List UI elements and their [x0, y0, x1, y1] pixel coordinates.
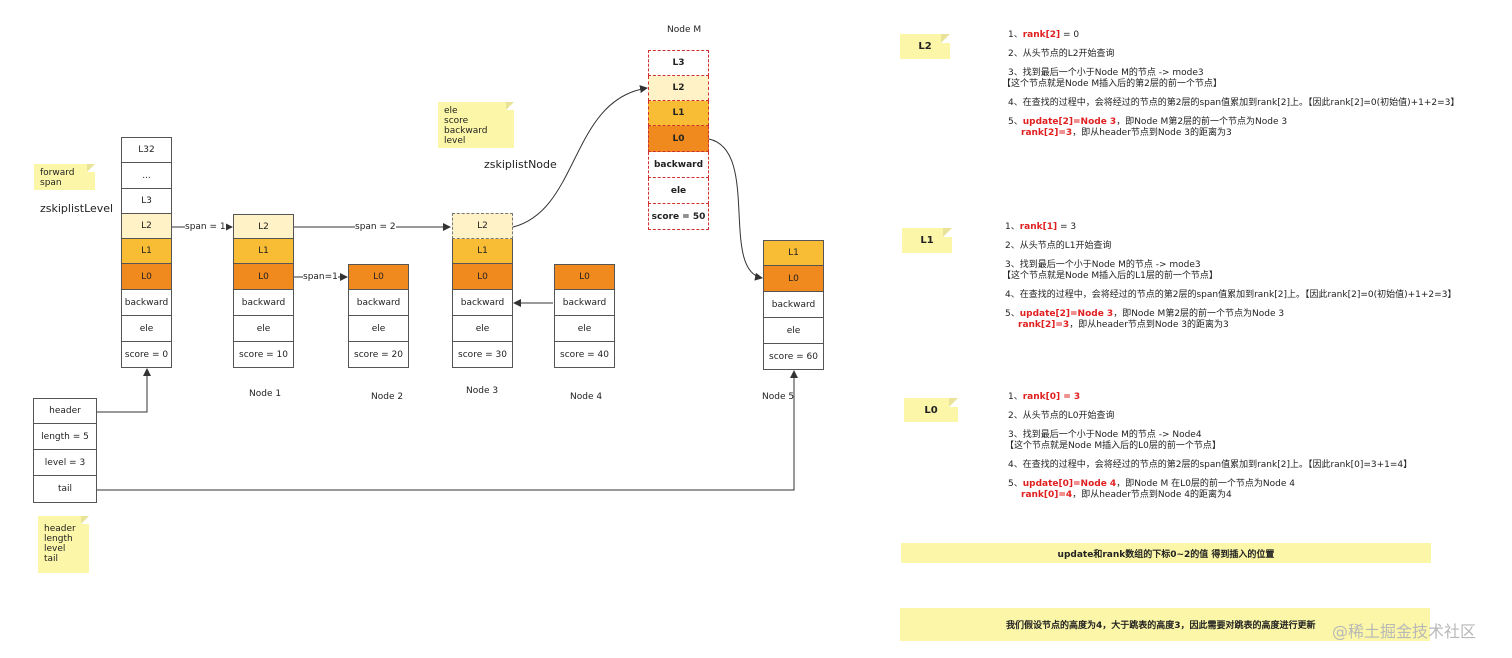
- watermark: @稀土掘金技术社区: [1332, 622, 1477, 641]
- node-m-title: Node M: [667, 25, 702, 35]
- list-cell: header: [33, 398, 97, 424]
- node-cell: ele: [233, 316, 294, 342]
- banner-update-rank: update和rank数组的下标0~2的值 得到插入的位置: [901, 543, 1431, 563]
- node-cell: backward: [763, 292, 824, 318]
- node-label: Node 1: [249, 389, 282, 399]
- node-cell: L1: [763, 240, 824, 266]
- node-cell: L0: [348, 264, 409, 290]
- node-cell: score = 60: [763, 344, 824, 370]
- header-cell: L2: [121, 214, 172, 239]
- node-cell: L1: [233, 239, 294, 264]
- node-cell: ele: [348, 316, 409, 342]
- arrow-nodem-node5: [708, 138, 763, 281]
- node-cell: L2: [452, 213, 513, 239]
- header-cell: L1: [121, 239, 172, 264]
- node-cell: L2: [233, 214, 294, 239]
- node-cell: backward: [452, 290, 513, 316]
- section-tag-l0: L0: [904, 398, 958, 422]
- section-tag-l2: L2: [900, 34, 950, 59]
- node-cell: backward: [233, 290, 294, 316]
- section-tag-l1: L1: [902, 228, 952, 253]
- header-cell: ...: [121, 163, 172, 189]
- span1b-label: span=1: [303, 272, 338, 282]
- arrow-header: [97, 368, 151, 413]
- node-m-cell: ele: [648, 178, 709, 204]
- node-cell: score = 40: [554, 342, 615, 368]
- node-m-cell: score = 50: [648, 204, 709, 230]
- header-cell: ele: [121, 316, 172, 342]
- node-cell: ele: [554, 316, 615, 342]
- span1-label: span = 1: [185, 222, 226, 232]
- list-cell: level = 3: [33, 450, 97, 476]
- arrow-tail: [97, 370, 798, 491]
- node-cell: score = 10: [233, 342, 294, 368]
- section-l2-steps: 1、rank[2] = 0 2、从头节点的L2开始查询 3、找到最后一个小于No…: [1002, 30, 1460, 138]
- header-cell: score = 0: [121, 342, 172, 368]
- banner-height-update: 我们假设节点的高度为4，大于跳表的高度3，因此需要对跳表的高度进行更新: [900, 608, 1430, 641]
- span2-label: span = 2: [355, 222, 396, 232]
- node-label: Node 3: [466, 386, 499, 396]
- node-cell: L0: [233, 264, 294, 290]
- node-cell: L0: [763, 266, 824, 292]
- node-cell: ele: [763, 318, 824, 344]
- node-cell: L1: [452, 239, 513, 264]
- node-m-cell: L3: [648, 50, 709, 76]
- node-cell: L0: [554, 264, 615, 290]
- node-cell: backward: [554, 290, 615, 316]
- node-cell: score = 20: [348, 342, 409, 368]
- node-cell: score = 30: [452, 342, 513, 368]
- header-cell: L0: [121, 264, 172, 290]
- header-cell: backward: [121, 290, 172, 316]
- section-l0-steps: 1、rank[0] = 3 2、从头节点的L0开始查询 3、找到最后一个小于No…: [1005, 392, 1413, 500]
- zskiplist-level-label: zskiplistLevel: [40, 202, 114, 215]
- zskiplist-node-label: zskiplistNode: [484, 158, 557, 171]
- node-label: Node 5: [762, 392, 795, 402]
- list-cell: tail: [33, 476, 97, 503]
- node-m-cell: L1: [648, 101, 709, 126]
- section-l1-steps: 1、rank[1] = 3 2、从头节点的L1开始查询 3、找到最后一个小于No…: [1002, 222, 1457, 330]
- node-label: Node 2: [371, 392, 404, 402]
- node-cell: L0: [452, 264, 513, 290]
- arrow-node3-nodem: [512, 85, 648, 228]
- header-cell: L3: [121, 189, 172, 214]
- node-m-cell: backward: [648, 152, 709, 178]
- header-cell: L32: [121, 137, 172, 163]
- list-cell: length = 5: [33, 424, 97, 450]
- node-cell: backward: [348, 290, 409, 316]
- node-label: Node 4: [570, 392, 603, 402]
- node-cell: ele: [452, 316, 513, 342]
- node-m-cell: L2: [648, 76, 709, 101]
- node-m-cell: L0: [648, 126, 709, 152]
